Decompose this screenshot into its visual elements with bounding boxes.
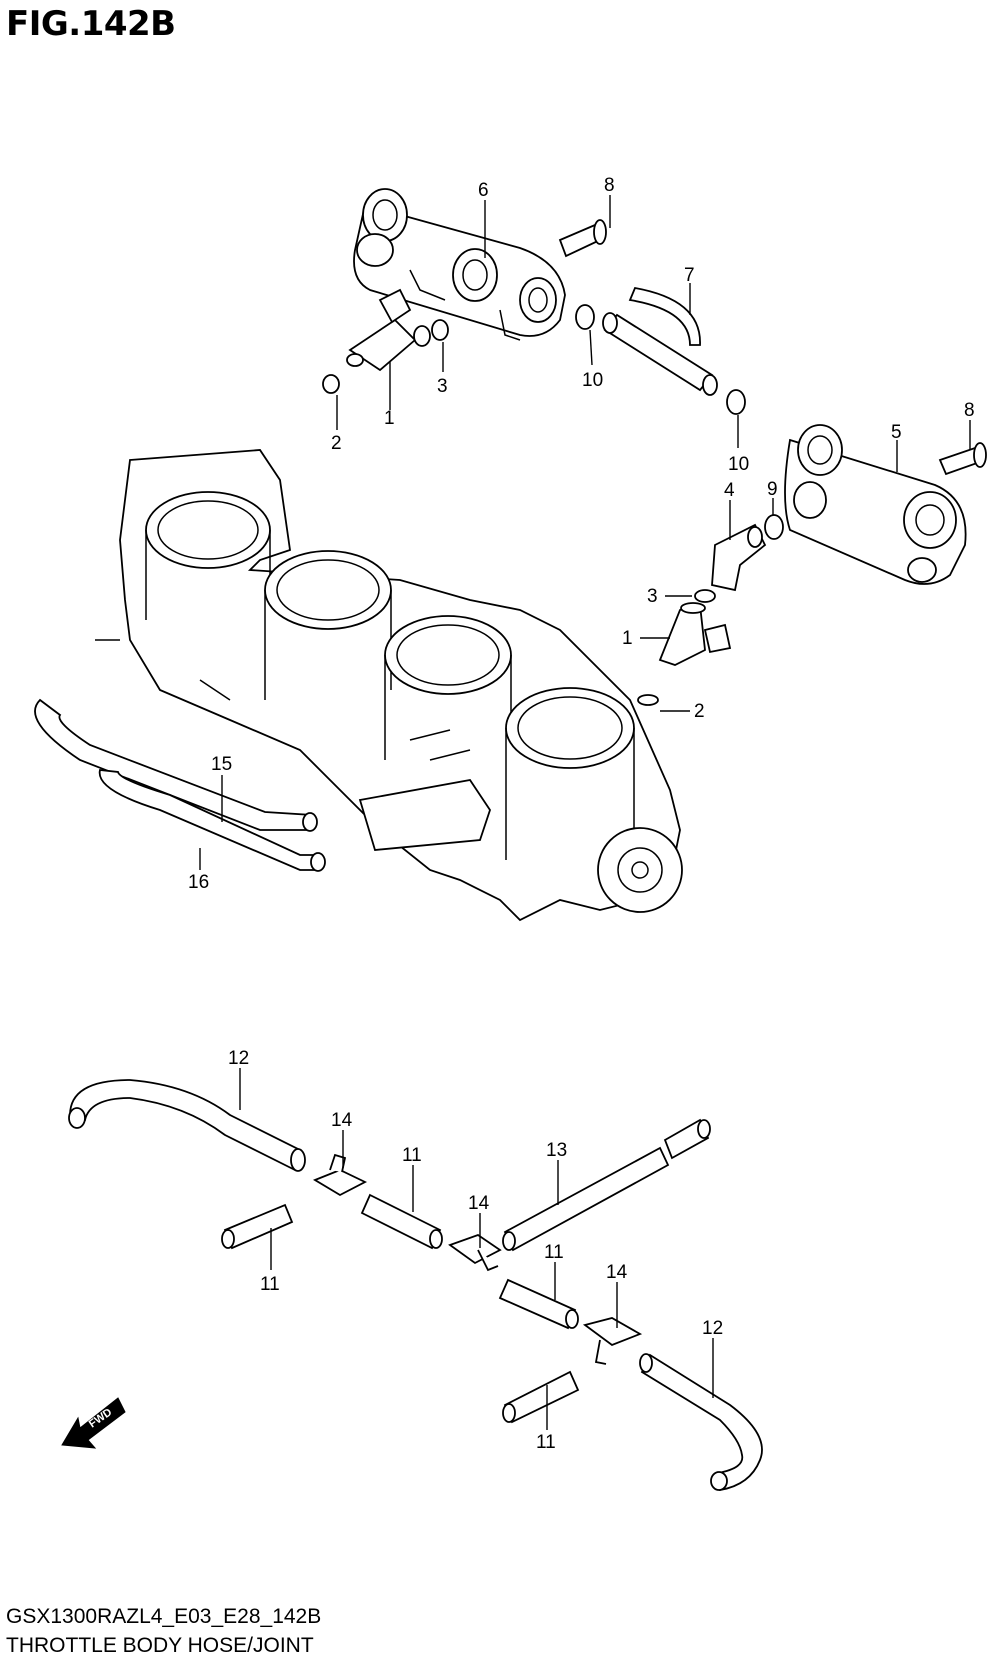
joint-4 bbox=[711, 523, 767, 592]
callout-4: 4 bbox=[724, 480, 735, 501]
delivery-pipe-6 bbox=[353, 188, 566, 341]
callout-3: 3 bbox=[647, 586, 658, 607]
joint-14-b bbox=[448, 1233, 502, 1272]
callout-1: 1 bbox=[384, 408, 395, 429]
callout-8: 8 bbox=[964, 400, 975, 421]
callout-11: 11 bbox=[536, 1432, 556, 1453]
callout-7: 7 bbox=[684, 265, 695, 286]
callout-11: 11 bbox=[260, 1274, 280, 1295]
callout-14: 14 bbox=[331, 1110, 353, 1131]
callout-13: 13 bbox=[546, 1140, 567, 1161]
seal-2-upper bbox=[322, 374, 340, 394]
figure-caption: THROTTLE BODY HOSE/JOINT bbox=[6, 1634, 314, 1657]
callout-10: 10 bbox=[728, 454, 749, 475]
callout-9: 9 bbox=[767, 479, 778, 500]
callout-12: 12 bbox=[228, 1048, 249, 1069]
callout-2: 2 bbox=[694, 701, 705, 722]
figure-title: FIG.142B bbox=[6, 4, 176, 44]
fwd-arrow-icon: FWD bbox=[61, 1397, 126, 1449]
joint-14-c bbox=[582, 1317, 643, 1365]
model-code: GSX1300RAZL4_E03_E28_142B bbox=[6, 1605, 322, 1628]
seal-2-lower bbox=[637, 694, 659, 706]
hose-15 bbox=[34, 698, 318, 832]
callout-14: 14 bbox=[468, 1193, 490, 1214]
leader-lines bbox=[199, 195, 971, 1430]
o-ring-10-lower bbox=[726, 389, 746, 415]
callout-11: 11 bbox=[544, 1242, 564, 1263]
hose-11-c bbox=[498, 1278, 579, 1330]
o-ring-9 bbox=[764, 514, 784, 540]
hose-12-left bbox=[68, 1079, 306, 1172]
hose-11-b bbox=[360, 1193, 443, 1250]
callout-14: 14 bbox=[606, 1262, 628, 1283]
injector-1-lower bbox=[658, 602, 732, 666]
throttle-body-assembly bbox=[95, 449, 683, 922]
delivery-pipe-5 bbox=[784, 424, 967, 585]
hose-11-a bbox=[221, 1203, 294, 1250]
callout-1: 1 bbox=[622, 628, 633, 649]
o-ring-3-upper bbox=[431, 319, 449, 341]
bolt-8-upper bbox=[558, 219, 607, 258]
joint-pipe-7 bbox=[602, 286, 718, 396]
callout-3: 3 bbox=[437, 376, 448, 397]
o-ring-10-upper bbox=[575, 304, 595, 330]
callout-2: 2 bbox=[331, 433, 342, 454]
hose-16 bbox=[98, 769, 326, 872]
callout-15: 15 bbox=[211, 754, 232, 775]
callouts: 6 8 7 1 2 3 10 10 5 8 9 4 3 1 2 15 16 12… bbox=[188, 175, 975, 1453]
joint-14-a bbox=[312, 1153, 368, 1197]
bolt-8-right bbox=[938, 442, 987, 476]
callout-16: 16 bbox=[188, 872, 209, 893]
hose-13 bbox=[502, 1118, 711, 1252]
hose-12-right bbox=[639, 1353, 763, 1492]
callout-12: 12 bbox=[702, 1318, 723, 1339]
callout-5: 5 bbox=[891, 422, 902, 443]
callout-11: 11 bbox=[402, 1145, 422, 1166]
injector-1-upper bbox=[346, 288, 431, 372]
callout-10: 10 bbox=[582, 370, 603, 391]
callout-6: 6 bbox=[478, 180, 489, 201]
callout-8: 8 bbox=[604, 175, 615, 196]
o-ring-3-lower bbox=[694, 589, 716, 603]
hose-11-d bbox=[502, 1370, 580, 1424]
